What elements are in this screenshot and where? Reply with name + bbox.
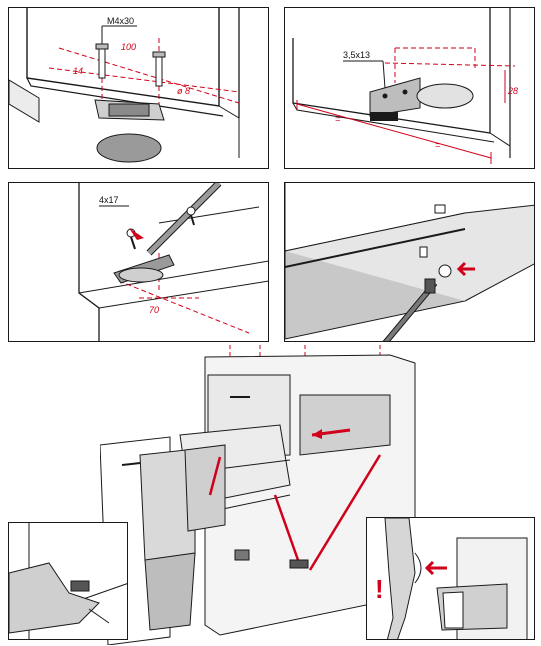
- step4-illustration: [285, 183, 534, 341]
- main-assembly-illustration: [100, 345, 440, 645]
- step1-panel: M4x30 100 14 ø 8: [8, 7, 269, 169]
- bracket-icon: [94, 99, 165, 163]
- step1-illustration: M4x30 100 14 ø 8: [9, 8, 240, 163]
- warning-icon: !: [375, 574, 384, 604]
- tool-icon: [382, 278, 438, 341]
- dimension-70-label: 70: [149, 305, 159, 315]
- knee-push-illustration: !: [375, 518, 528, 639]
- arrow-icon: [456, 261, 475, 277]
- person-legs-icon: [384, 518, 416, 639]
- pedal-icon: [70, 580, 90, 592]
- foot-pedal-illustration: [9, 523, 127, 639]
- screw-size-label: 3,5x13: [343, 50, 370, 60]
- equal-right-label: =: [435, 140, 440, 150]
- screw-size-label: 4x17: [99, 195, 119, 205]
- bracket-icon: [369, 77, 474, 121]
- dimension-14-label: 14: [73, 66, 83, 76]
- dimension-28-label: 28: [507, 86, 518, 96]
- arrow-icon: [424, 560, 447, 576]
- slot-icon: [434, 204, 446, 214]
- screw-size-label: M4x30: [107, 16, 134, 26]
- arrow-icon: [129, 228, 144, 240]
- bracket-icon: [113, 254, 175, 284]
- foot-pedal-inset: [8, 522, 128, 640]
- knee-push-inset: !: [366, 517, 535, 640]
- equal-left-label: =: [335, 114, 340, 124]
- step3-illustration: 4x17 70: [78, 183, 268, 341]
- step4-panel: [284, 182, 535, 342]
- dimension-100-label: 100: [121, 42, 136, 52]
- drawer-tray: [299, 394, 391, 456]
- dimension-8-label: ø 8: [177, 86, 190, 96]
- step2-illustration: = = 28 3,5x13: [292, 8, 518, 164]
- pedal-icon: [289, 559, 309, 569]
- hole-icon: [438, 264, 452, 278]
- screwdriver-icon: [146, 183, 222, 256]
- step3-panel: 4x17 70: [8, 182, 269, 342]
- foot-icon: [9, 562, 100, 634]
- step2-panel: = = 28 3,5x13: [284, 7, 535, 169]
- waste-bin: [184, 444, 226, 532]
